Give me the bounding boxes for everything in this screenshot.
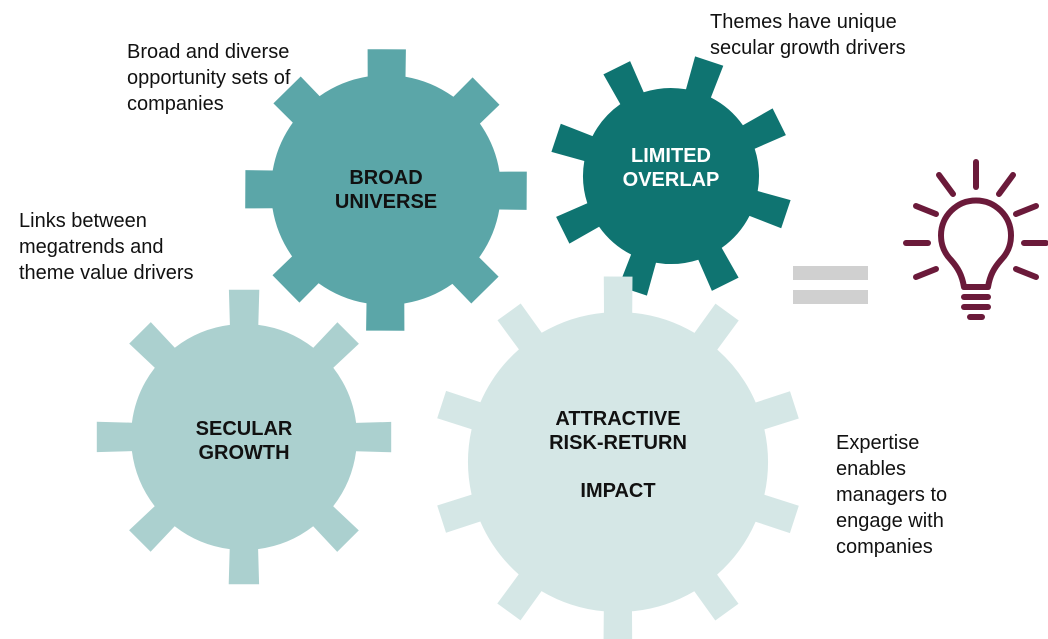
gear-label-line: LIMITED [631,145,711,167]
gear-label-line: RISK-RETURN [549,432,687,454]
annotation-risk-return: Expertise enables managers to engage wit… [836,432,948,558]
annotation-limited-overlap: Themes have unique secular growth driver… [710,11,906,59]
annotation-secular-growth: Links between megatrends and theme value… [19,210,194,284]
gear-label-line: SECULAR [196,418,293,440]
lightbulb-icon [903,159,1048,320]
equals-icon [793,266,868,304]
annotation-broad-universe: Broad and diverse opportunity sets of co… [127,41,291,115]
gear-secular-growth-shape [96,289,392,585]
gear-attractive-risk-return-shape [437,276,799,639]
gear-label-line: IMPACT [580,480,655,502]
gear-label-line: BROAD [349,167,422,189]
gear-label-line: ATTRACTIVE [555,408,680,430]
gear-label-line: GROWTH [198,442,289,464]
gear-broad-universe-shape [245,49,527,331]
gear-label-line: UNIVERSE [335,191,437,213]
gear-limited-overlap-shape [551,56,791,296]
gear-label-line: OVERLAP [623,169,720,191]
